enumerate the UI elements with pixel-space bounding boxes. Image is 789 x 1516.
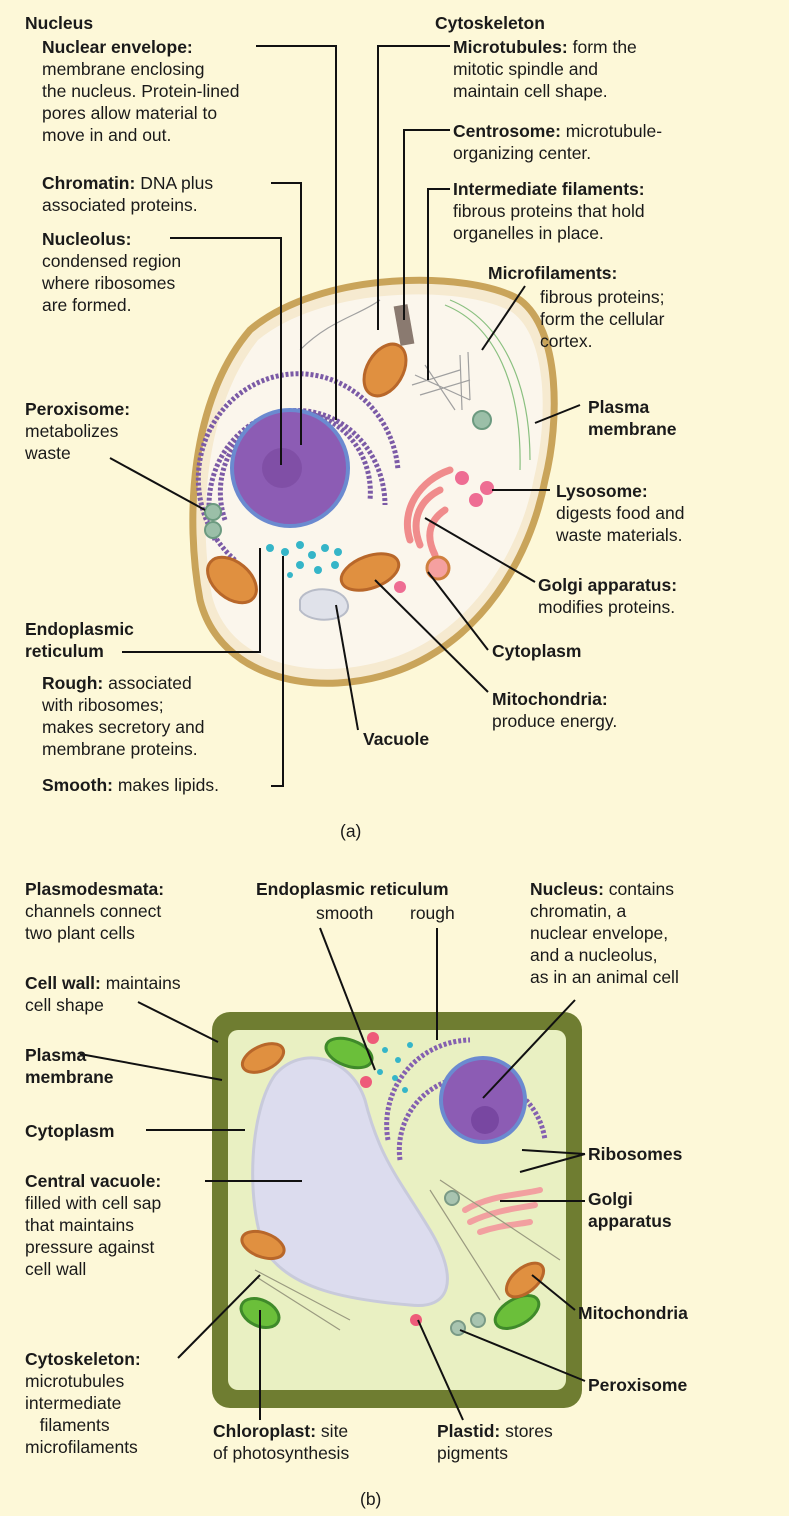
description: produce energy.	[492, 711, 618, 731]
description: stores pigments	[437, 1421, 553, 1463]
plant-peroxisome	[450, 1320, 466, 1336]
term: Nucleus:	[530, 879, 604, 899]
label-plant-cytoskeleton: Cytoskeleton: microtubules intermediate …	[25, 1348, 141, 1458]
cytoskeleton-fibers	[299, 299, 471, 411]
animal-vacuole	[299, 588, 349, 621]
animal-nucleolus	[262, 448, 302, 488]
description: condensed region where ribosomes are for…	[42, 251, 182, 315]
description: membrane enclosing the nucleus. Protein-…	[42, 59, 240, 145]
label-centrosome: Centrosome: microtubule- organizing cent…	[453, 120, 662, 164]
term: Cytoskeleton:	[25, 1349, 141, 1369]
term: Rough:	[42, 673, 104, 693]
plant-rough-er	[384, 1037, 548, 1161]
label-microfilaments-term: Microfilaments:	[488, 263, 618, 283]
caption-a: (a)	[340, 821, 362, 841]
label-plant-cytoplasm: Cytoplasm	[25, 1121, 115, 1141]
description: filled with cell sap that maintains pres…	[25, 1193, 162, 1279]
plant-smooth-er	[377, 1042, 413, 1093]
description: site of photosynthesis	[213, 1421, 350, 1463]
description: microtubule- organizing center.	[453, 121, 663, 163]
label-nuclear-envelope: Nuclear envelope: membrane enclosing the…	[42, 36, 239, 146]
description: contains chromatin, a nuclear envelope, …	[530, 879, 679, 987]
term: Microtubules:	[453, 37, 568, 57]
term: Intermediate filaments:	[453, 179, 645, 199]
label-plant-golgi: Golgi apparatus	[588, 1189, 672, 1231]
label-microfilaments-desc: fibrous proteins; form the cellular cort…	[540, 287, 665, 351]
label-nucleolus: Nucleolus: condensed region where riboso…	[42, 228, 181, 316]
label-golgi: Golgi apparatus: modifies proteins.	[538, 574, 677, 618]
smooth-er	[266, 541, 342, 578]
term: Golgi apparatus:	[538, 575, 678, 595]
label-plant-peroxisome: Peroxisome	[588, 1375, 688, 1395]
animal-lysosomes	[394, 471, 494, 593]
term: Smooth:	[42, 775, 113, 795]
label-smooth-er: Smooth: makes lipids.	[42, 774, 219, 796]
cytoskeleton-heading: Cytoskeleton	[435, 13, 545, 33]
plant-cell	[212, 1012, 582, 1408]
description: fibrous proteins that hold organelles in…	[453, 201, 645, 243]
label-rough-er: Rough: associated with ribosomes; makes …	[42, 672, 204, 760]
label-plant-nucleus: Nucleus: contains chromatin, a nuclear e…	[530, 878, 679, 988]
description: maintains cell shape	[25, 973, 181, 1015]
description: metabolizes waste	[25, 421, 119, 463]
leader-lines	[79, 45, 586, 1421]
chloroplasts	[239, 1036, 541, 1330]
label-plant-mitochondria: Mitochondria	[578, 1303, 688, 1323]
plant-nucleus	[439, 1056, 527, 1144]
label-plasmodesmata: Plasmodesmata: channels connect two plan…	[25, 878, 164, 944]
label-vacuole: Vacuole	[363, 729, 430, 749]
description: makes lipids.	[112, 775, 219, 795]
description: modifies proteins.	[538, 597, 676, 617]
nucleus-heading: Nucleus	[25, 13, 94, 33]
animal-mitochondria	[206, 342, 408, 605]
term: Cell wall:	[25, 973, 101, 993]
label-microtubules: Microtubules: form the mitotic spindle a…	[453, 36, 637, 102]
label-intermediate-filaments: Intermediate filaments: fibrous proteins…	[453, 178, 645, 244]
label-plant-er: Endoplasmic reticulum	[256, 879, 449, 899]
label-er-rough: rough	[410, 903, 455, 923]
term: Nucleolus:	[42, 229, 132, 249]
label-mitochondria: Mitochondria: produce energy.	[492, 688, 617, 732]
central-vacuole	[251, 1056, 449, 1308]
label-endoplasmic-reticulum: Endoplasmic reticulum	[25, 619, 134, 661]
label-ribosomes: Ribosomes	[588, 1144, 683, 1164]
label-peroxisome: Peroxisome: metabolizes waste	[25, 398, 130, 464]
description: microtubules intermediate filaments micr…	[25, 1371, 138, 1457]
label-central-vacuole: Central vacuole: filled with cell sap th…	[25, 1170, 161, 1280]
animal-peroxisome	[204, 503, 222, 521]
description: digests food and waste materials.	[556, 503, 685, 545]
term: Lysosome:	[556, 481, 648, 501]
description: associated with ribosomes; makes secreto…	[42, 673, 205, 759]
term: Chloroplast:	[213, 1421, 317, 1441]
label-chromatin: Chromatin: DNA plus associated proteins.	[42, 172, 213, 216]
label-cytoplasm: Cytoplasm	[492, 641, 582, 661]
term: Plasmodesmata:	[25, 879, 165, 899]
caption-b: (b)	[360, 1489, 382, 1509]
plant-mitochondria	[240, 1042, 546, 1299]
animal-golgi	[403, 466, 454, 559]
label-lysosome: Lysosome: digests food and waste materia…	[556, 480, 684, 546]
plant-golgi	[462, 1187, 543, 1235]
label-plant-plasma-membrane: Plasma membrane	[25, 1045, 114, 1087]
term: Plastid:	[437, 1421, 501, 1441]
label-cell-wall: Cell wall: maintains cell shape	[25, 972, 181, 1016]
term: Central vacuole:	[25, 1171, 162, 1191]
term: Mitochondria:	[492, 689, 608, 709]
term: Peroxisome:	[25, 399, 131, 419]
description: channels connect two plant cells	[25, 901, 162, 943]
animal-cell	[189, 276, 558, 687]
label-chloroplast: Chloroplast: site of photosynthesis	[213, 1420, 349, 1464]
label-er-smooth: smooth	[316, 903, 374, 923]
term: Chromatin:	[42, 173, 136, 193]
term: Centrosome:	[453, 121, 561, 141]
label-plasma-membrane: Plasma membrane	[588, 397, 677, 439]
term: Nuclear envelope:	[42, 37, 193, 57]
centrosome	[393, 304, 415, 346]
description: DNA plus associated proteins.	[42, 173, 214, 215]
label-plastid: Plastid: stores pigments	[437, 1420, 553, 1464]
description: form the mitotic spindle and maintain ce…	[453, 37, 637, 101]
